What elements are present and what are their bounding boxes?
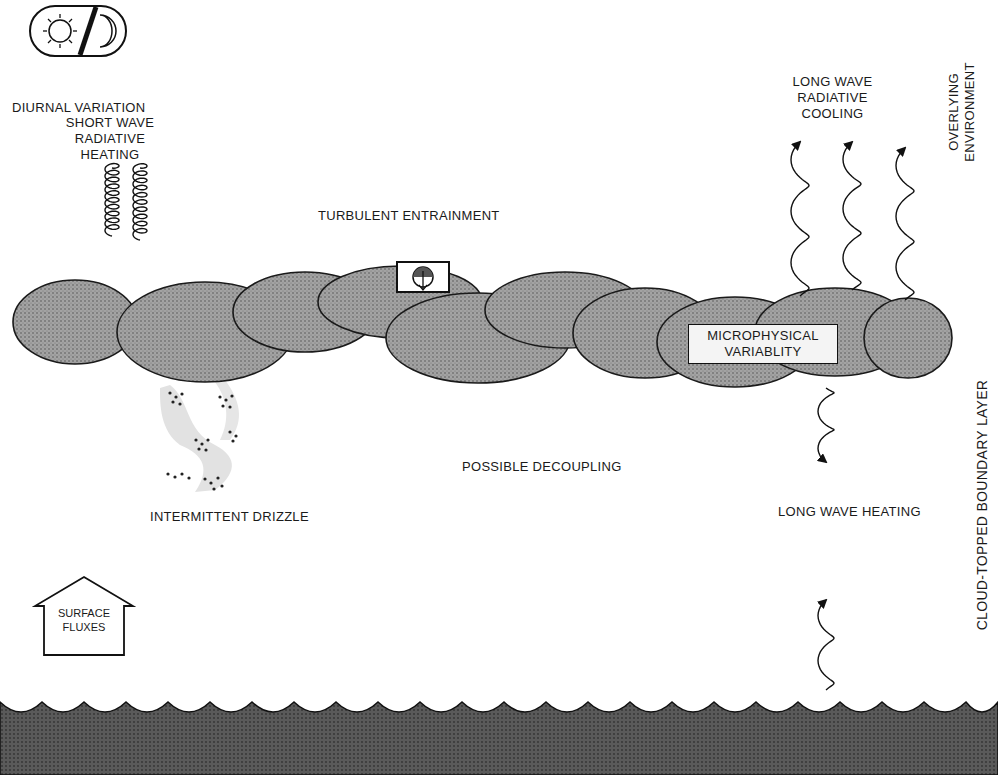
- radiation-coil: [105, 164, 119, 237]
- arrow-shape: [35, 577, 133, 655]
- radiation-coil: [791, 142, 809, 296]
- process-label: LONG WAVE RADIATIVE COOLING: [770, 74, 895, 122]
- callout-box: MICROPHYSICAL VARIABLITY: [688, 324, 838, 364]
- text-wrap: SURFACE FLUXES: [34, 576, 134, 634]
- drizzle: [160, 380, 239, 492]
- process-label: LONG WAVE HEATING: [778, 504, 948, 520]
- radiation-coil: [896, 148, 914, 300]
- node-text: MICROPHYSICAL VARIABLITY: [695, 328, 831, 360]
- radiation-coil: [843, 142, 861, 290]
- text-wrap: MICROPHYSICAL VARIABLITY: [695, 328, 831, 360]
- radiation-coil: [818, 388, 834, 462]
- radiation-coils: [105, 142, 914, 690]
- process-label: INTERMITTENT DRIZZLE: [150, 509, 380, 525]
- process-label: POSSIBLE DECOUPLING: [462, 459, 672, 475]
- radiation-coil: [818, 600, 834, 690]
- node-text: SURFACE FLUXES: [50, 606, 118, 634]
- ocean-surface: [0, 702, 998, 775]
- radiation-coil: [133, 164, 147, 240]
- icon-label: DIURNAL VARIATION: [12, 100, 212, 116]
- process-label: SHORT WAVE RADIATIVE HEATING: [55, 115, 165, 163]
- stratocumulus-clouds: [13, 266, 952, 387]
- region-label: OVERLYING ENVIRONMENT: [946, 37, 978, 187]
- entrainment-icon: [397, 262, 449, 292]
- process-label: TURBULENT ENTRAINMENT: [318, 208, 528, 224]
- flux-arrow: SURFACE FLUXES: [34, 576, 134, 656]
- diurnal-icon: [30, 6, 126, 56]
- region-label: CLOUD-TOPPED BOUNDARY LAYER: [974, 315, 990, 695]
